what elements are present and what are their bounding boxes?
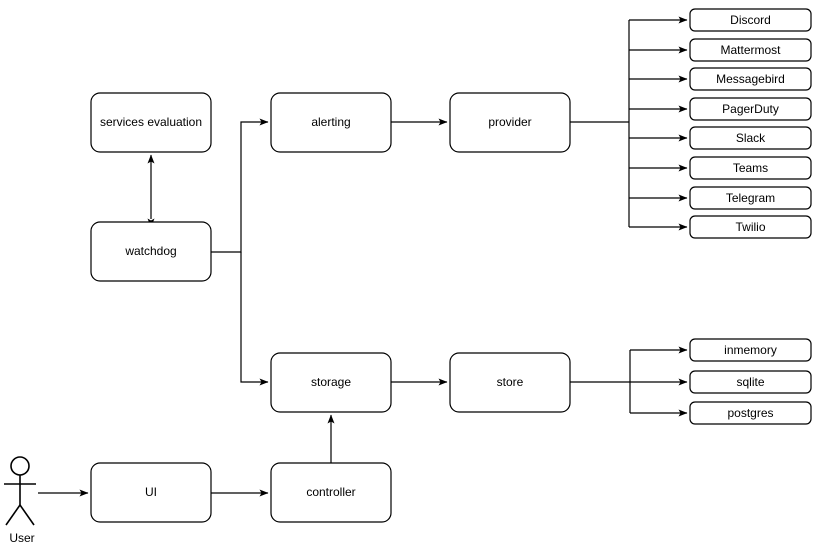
actor-label: User xyxy=(9,531,34,545)
actor-left-leg-icon xyxy=(5,504,21,526)
leaf-node-slack[interactable]: Slack xyxy=(689,126,812,150)
leaf-node-teams-box xyxy=(689,156,812,180)
leaf-node-sqlite[interactable]: sqlite xyxy=(689,370,812,394)
node-alerting[interactable]: alerting xyxy=(270,92,392,153)
leaf-node-mattermost-label: Mattermost xyxy=(720,43,781,57)
leaf-node-discord[interactable]: Discord xyxy=(689,8,812,32)
node-services-evaluation-box xyxy=(90,92,212,153)
node-storage-box xyxy=(270,352,392,413)
node-store-box xyxy=(449,352,571,413)
node-provider-label: provider xyxy=(488,115,531,129)
leaf-node-pagerduty[interactable]: PagerDuty xyxy=(689,97,812,121)
node-watchdog-box xyxy=(90,221,212,282)
node-store-label: store xyxy=(497,375,524,389)
leaf-node-sqlite-box xyxy=(689,370,812,394)
node-alerting-box xyxy=(270,92,392,153)
leaf-node-telegram-box xyxy=(689,186,812,210)
leaf-node-messagebird-label: Messagebird xyxy=(716,72,785,86)
leaf-node-sqlite-label: sqlite xyxy=(736,375,764,389)
leaf-node-messagebird-box xyxy=(689,67,812,91)
actor-right-leg-icon xyxy=(19,504,35,526)
leaf-node-teams-label: Teams xyxy=(733,161,768,175)
leaf-node-discord-label: Discord xyxy=(730,13,771,27)
node-provider-box xyxy=(449,92,571,153)
leaf-node-slack-label: Slack xyxy=(736,131,766,145)
leaf-node-twilio[interactable]: Twilio xyxy=(689,215,812,239)
edge-watchdog-to-alerting xyxy=(211,118,269,253)
leaf-node-teams[interactable]: Teams xyxy=(689,156,812,180)
node-ui-box xyxy=(90,462,212,523)
node-ui[interactable]: UI xyxy=(90,462,212,523)
leaf-node-pagerduty-label: PagerDuty xyxy=(722,102,779,116)
node-controller[interactable]: controller xyxy=(270,462,392,523)
leaf-node-twilio-label: Twilio xyxy=(735,220,765,234)
node-controller-box xyxy=(270,462,392,523)
leaf-node-pagerduty-box xyxy=(689,97,812,121)
leaf-node-postgres-label: postgres xyxy=(727,406,773,420)
actor-head-icon xyxy=(10,456,30,476)
node-storage-label: storage xyxy=(311,375,351,389)
node-provider[interactable]: provider xyxy=(449,92,571,153)
node-alerting-label: alerting xyxy=(311,115,350,129)
node-storage[interactable]: storage xyxy=(270,352,392,413)
leaf-node-telegram-label: Telegram xyxy=(726,191,775,205)
leaf-node-slack-box xyxy=(689,126,812,150)
leaf-node-inmemory-label: inmemory xyxy=(724,343,777,357)
node-controller-label: controller xyxy=(306,485,355,499)
leaf-node-postgres-box xyxy=(689,401,812,425)
node-ui-label: UI xyxy=(145,485,157,499)
leaf-node-inmemory-box xyxy=(689,338,812,362)
edge-watchdog-to-storage xyxy=(240,252,269,386)
actor-user[interactable]: User xyxy=(4,456,36,545)
leaf-node-mattermost[interactable]: Mattermost xyxy=(689,38,812,62)
node-services-evaluation-label: services evaluation xyxy=(100,115,202,129)
leaf-node-inmemory[interactable]: inmemory xyxy=(689,338,812,362)
node-store[interactable]: store xyxy=(449,352,571,413)
node-services-evaluation[interactable]: services evaluation xyxy=(90,92,212,153)
leaf-node-messagebird[interactable]: Messagebird xyxy=(689,67,812,91)
node-watchdog[interactable]: watchdog xyxy=(90,221,212,282)
leaf-node-discord-box xyxy=(689,8,812,32)
leaf-node-twilio-box xyxy=(689,215,812,239)
leaf-node-postgres[interactable]: postgres xyxy=(689,401,812,425)
leaf-node-telegram[interactable]: Telegram xyxy=(689,186,812,210)
leaf-node-mattermost-box xyxy=(689,38,812,62)
node-watchdog-label: watchdog xyxy=(124,244,176,258)
